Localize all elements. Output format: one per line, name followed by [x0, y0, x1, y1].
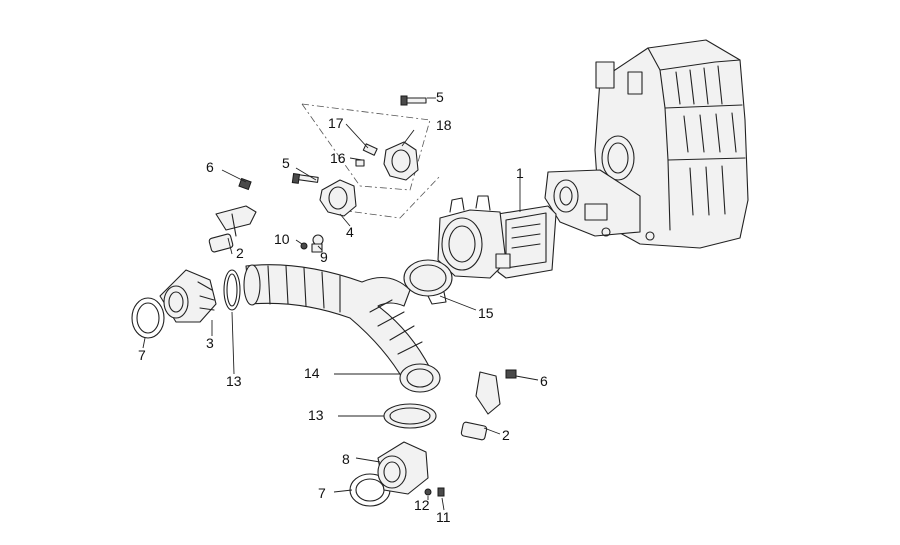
- intake-manifold-bottom: [349, 441, 445, 507]
- callout-7-left: 7: [138, 347, 146, 363]
- callout-12: 12: [414, 497, 430, 513]
- airbox-assembly: [544, 39, 749, 249]
- callout-5-top: 5: [436, 89, 444, 105]
- callout-15: 15: [478, 305, 494, 321]
- callout-13-lower: 13: [308, 407, 324, 423]
- callout-2-upper: 2: [236, 245, 244, 261]
- callout-labels: 1 5 18 17 16 5 6 2 4 10 9 15 3 7 13 14 6…: [138, 89, 548, 525]
- intake-manifold-left: [131, 269, 217, 339]
- callout-13-left: 13: [226, 373, 242, 389]
- callout-18: 18: [436, 117, 452, 133]
- hose-clamp-13-left: [223, 269, 241, 311]
- callout-6-upper: 6: [206, 159, 214, 175]
- callout-2-lower: 2: [502, 427, 510, 443]
- callout-8: 8: [342, 451, 350, 467]
- hose-clamp-15: [403, 259, 453, 305]
- callout-7-bottom: 7: [318, 485, 326, 501]
- throttle-body: [437, 195, 557, 279]
- callout-16: 16: [330, 150, 346, 166]
- callout-4: 4: [346, 224, 354, 240]
- callout-5-left: 5: [282, 155, 290, 171]
- callout-6-lower: 6: [540, 373, 548, 389]
- callout-17: 17: [328, 115, 344, 131]
- screws-5: [291, 95, 427, 184]
- callout-14: 14: [304, 365, 320, 381]
- callout-3: 3: [206, 335, 214, 351]
- screws-9-10: [300, 234, 324, 253]
- intake-hose-14: [243, 264, 441, 393]
- callout-1: 1: [516, 165, 524, 181]
- sensor-bracket-assembly: [301, 103, 441, 219]
- callout-10: 10: [274, 231, 290, 247]
- hose-clamp-13-lower: [383, 403, 437, 429]
- leader-lines: [142, 97, 539, 511]
- callout-9: 9: [320, 249, 328, 265]
- fuel-injector-lower: [460, 369, 517, 441]
- callout-11: 11: [436, 509, 451, 525]
- fuel-injector-upper: [208, 177, 257, 253]
